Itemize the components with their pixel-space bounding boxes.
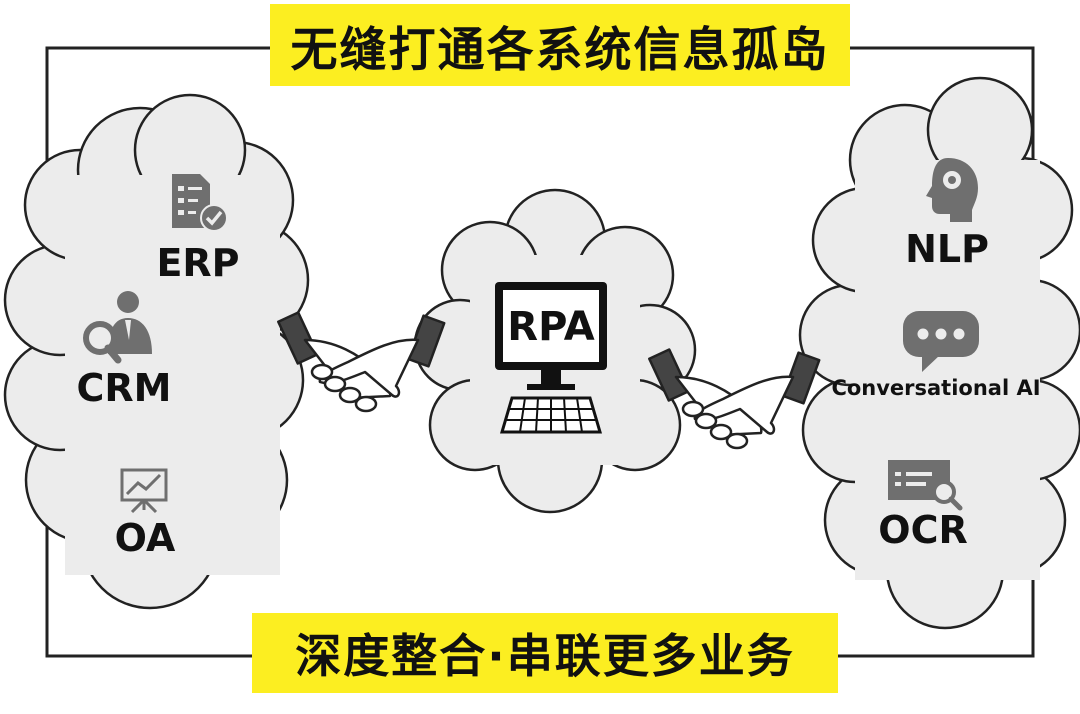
crm-label: CRM	[76, 366, 172, 410]
document-checklist-icon	[172, 174, 228, 232]
ocr-label: OCR	[878, 508, 968, 552]
footer-banner: 深度整合·串联更多业务	[252, 613, 838, 693]
conversational-ai-label: Conversational AI	[831, 376, 1041, 400]
title-banner: 无缝打通各系统信息孤岛	[270, 4, 850, 86]
presentation-chart-icon	[120, 468, 168, 514]
erp-label: ERP	[156, 241, 240, 285]
right-cloud-body	[855, 160, 1040, 580]
document-scan-icon	[888, 460, 963, 511]
user-search-icon	[83, 291, 152, 364]
oa-label: OA	[114, 516, 176, 560]
computer-icon	[495, 282, 607, 434]
handshake-right-icon	[648, 348, 821, 450]
handshake-left-icon	[277, 311, 446, 413]
nlp-label: NLP	[905, 227, 989, 271]
left-cloud-body	[65, 175, 280, 575]
rpa-label: RPA	[507, 304, 595, 350]
chat-bubble-icon	[903, 311, 979, 372]
head-gear-icon	[926, 158, 978, 222]
